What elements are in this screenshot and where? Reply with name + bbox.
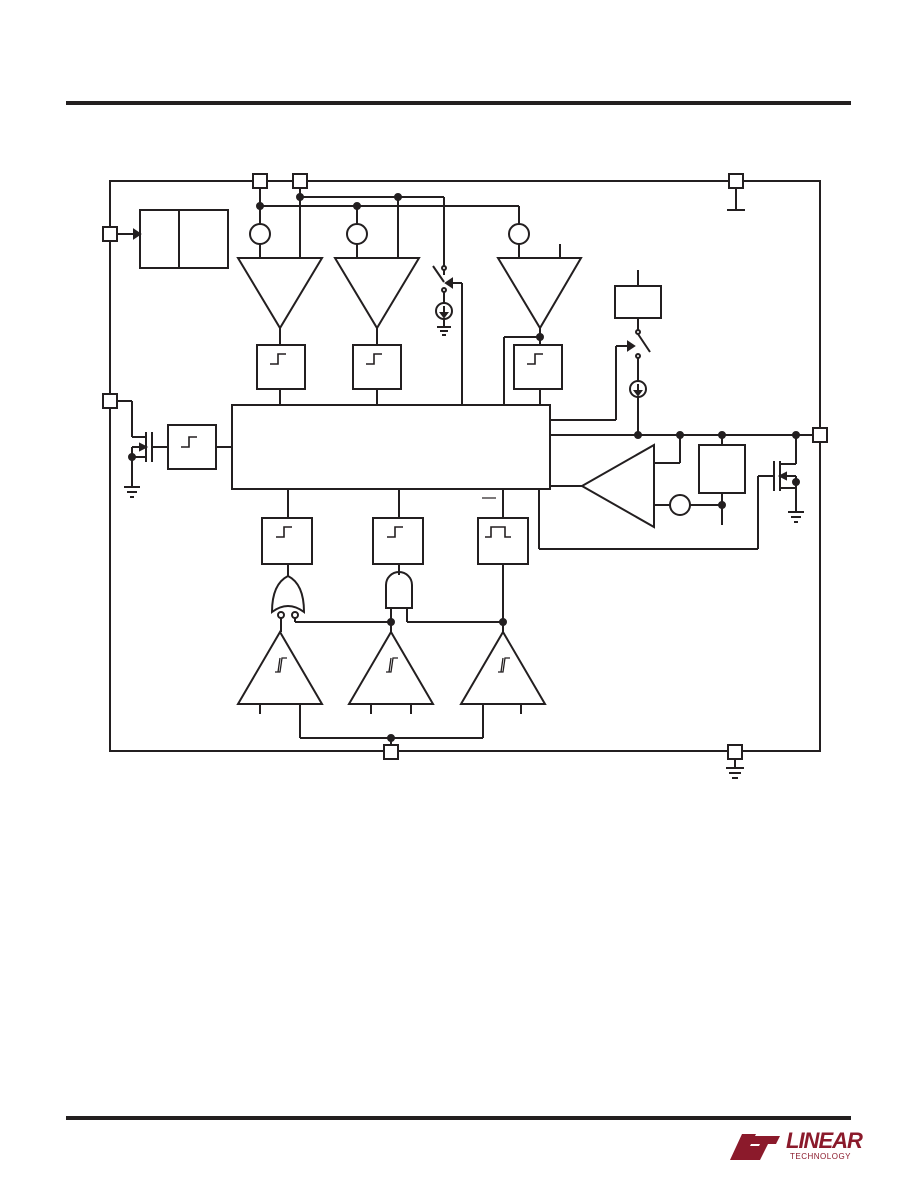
pin-left-1 <box>102 226 118 242</box>
or-gate <box>270 574 306 614</box>
deglitch-4 <box>261 517 313 565</box>
reference-3 <box>508 223 530 245</box>
deglitch-1 <box>256 344 306 390</box>
lt-logo-icon <box>730 1134 780 1160</box>
comparator-2 <box>333 257 421 330</box>
pin-bottom-1 <box>383 744 399 760</box>
schmitt-comparator-1 <box>236 630 324 705</box>
pin-top-3 <box>728 173 744 189</box>
brand-subtext: TECHNOLOGY <box>790 1152 852 1161</box>
top-rule <box>66 101 851 105</box>
deglitch-2 <box>352 344 402 390</box>
divider-block <box>698 444 746 494</box>
pin-right-1 <box>812 427 828 443</box>
schmitt-comparator-2 <box>347 630 435 705</box>
comparator-3 <box>496 257 583 330</box>
comparator-1 <box>236 257 324 330</box>
pin-bottom-2 <box>727 744 743 760</box>
deglitch-6 <box>477 517 529 565</box>
deglitch-5 <box>372 517 424 565</box>
reference-1 <box>249 223 271 245</box>
pin-top-1 <box>252 173 268 189</box>
ic-boundary <box>109 180 821 752</box>
regulator-block <box>139 209 229 269</box>
right-control-block <box>614 285 662 319</box>
pin-left-2 <box>102 393 118 409</box>
deglitch-left <box>167 424 217 470</box>
brand-wordmark: LINEAR <box>786 1128 863 1153</box>
pin-top-2 <box>292 173 308 189</box>
bottom-rule <box>66 1116 851 1120</box>
and-gate <box>385 571 413 609</box>
deglitch-3 <box>513 344 563 390</box>
reference-2 <box>346 223 368 245</box>
logic-core <box>231 404 551 490</box>
reference-4 <box>669 494 691 516</box>
error-amplifier <box>579 443 655 529</box>
schmitt-comparator-3 <box>459 630 547 705</box>
